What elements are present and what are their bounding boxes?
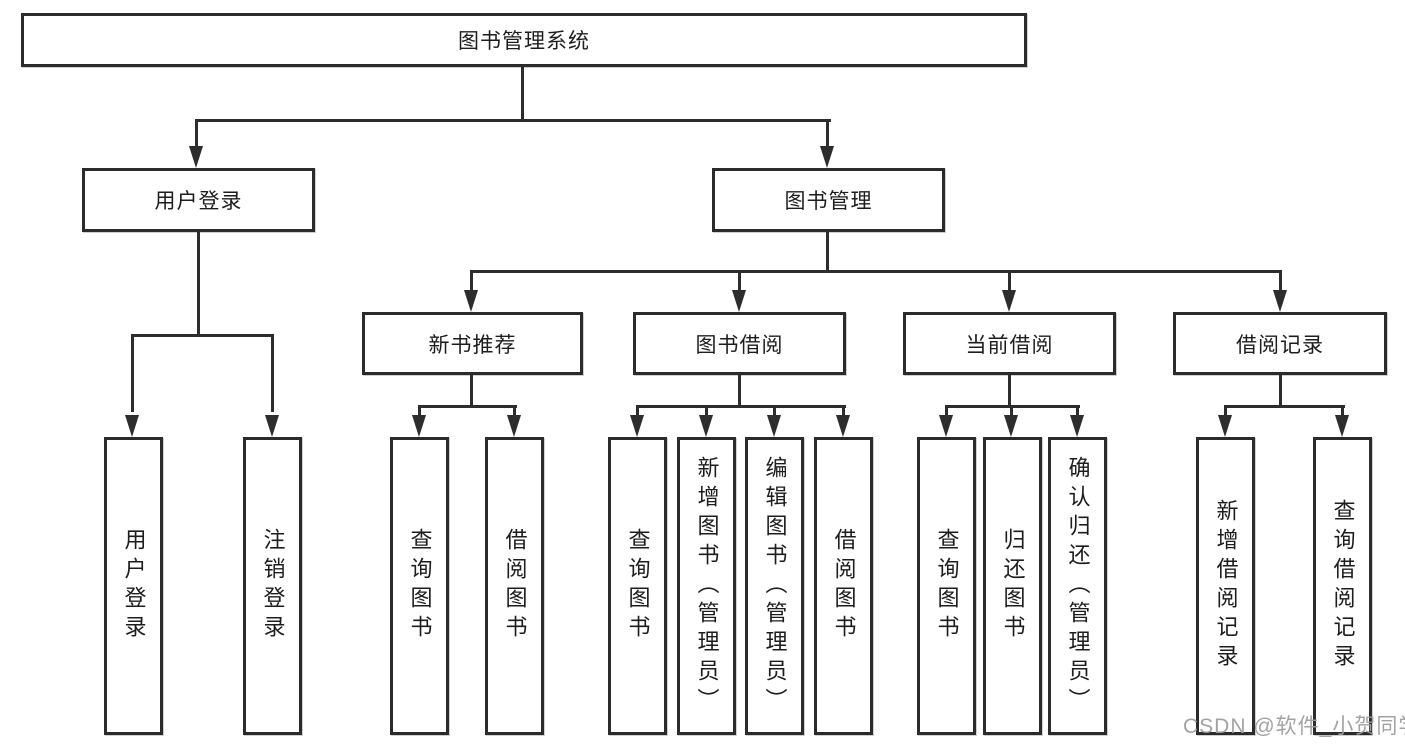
- node-label: 归还图书: [1000, 528, 1026, 644]
- node-label: 编辑图书（管理员）: [762, 455, 788, 717]
- node-current-borrowing: 当前借阅: [903, 312, 1116, 375]
- connector-recommend-stem: [470, 375, 473, 405]
- node-label: 图书管理系统: [458, 30, 590, 53]
- leaf-borrow-book: 借阅图书: [814, 437, 873, 735]
- arrow-into-user-login: [189, 146, 203, 168]
- node-label: 查询图书: [625, 528, 651, 644]
- connector-drop: [842, 405, 845, 417]
- arrow-into-leaf-query-book: [630, 415, 644, 437]
- connector-drop: [636, 405, 639, 417]
- leaf-confirm-return-admin: 确认归还（管理员）: [1048, 437, 1107, 735]
- connector-drop-borrowing-records: [1279, 270, 1282, 292]
- connector-drop: [1076, 405, 1079, 417]
- connector-drop-leaf-logout: [271, 334, 274, 412]
- leaf-query-book-borrowing: 查询图书: [608, 437, 667, 735]
- node-label: 查询图书: [934, 528, 960, 644]
- node-label: 查询图书: [407, 528, 433, 644]
- connector-drop-current-borrowing: [1008, 270, 1011, 292]
- node-label: 借阅图书: [831, 528, 857, 644]
- node-label: 用户登录: [121, 528, 147, 644]
- arrow-into-leaf-confirm-return: [1070, 415, 1084, 437]
- connector-root-stem: [521, 67, 524, 120]
- connector-drop-book-management: [826, 119, 829, 149]
- leaf-query-book-recommend: 查询图书: [390, 437, 449, 735]
- connector-drop: [1224, 405, 1227, 417]
- node-label: 借阅记录: [1236, 333, 1324, 357]
- connector-user-login-stem: [197, 232, 200, 334]
- connector-user-login-rail: [131, 334, 273, 337]
- connector-drop: [1341, 405, 1344, 417]
- connector-drop: [1010, 405, 1013, 417]
- connector-book-management-rail: [470, 270, 1282, 273]
- node-label: 新书推荐: [428, 333, 517, 357]
- leaf-add-book-admin: 新增图书（管理员）: [677, 437, 736, 735]
- connector-borrowing-stem: [738, 375, 741, 405]
- arrow-into-new-book-recommend: [464, 290, 478, 312]
- leaf-add-borrow-record: 新增借阅记录: [1196, 437, 1255, 735]
- node-label: 新增图书（管理员）: [694, 455, 720, 717]
- arrow-into-book-management: [820, 146, 834, 168]
- leaf-query-borrow-record: 查询借阅记录: [1313, 437, 1372, 735]
- leaf-edit-book-admin: 编辑图书（管理员）: [745, 437, 804, 735]
- node-label: 图书管理: [784, 190, 873, 213]
- arrow-into-leaf-return-book: [1004, 415, 1018, 437]
- node-label: 当前借阅: [965, 333, 1054, 357]
- connector-records-rail: [1224, 405, 1345, 408]
- connector-borrowing-rail: [636, 405, 846, 408]
- node-borrowing-records: 借阅记录: [1173, 312, 1387, 375]
- leaf-return-book: 归还图书: [983, 437, 1042, 735]
- connector-drop: [945, 405, 948, 417]
- connector-drop: [773, 405, 776, 417]
- connector-drop-new-book-recommend: [470, 270, 473, 292]
- connector-book-management-stem: [826, 232, 829, 270]
- node-label: 注销登录: [260, 528, 286, 644]
- arrow-into-leaf-add-book: [699, 415, 713, 437]
- node-label: 用户登录: [154, 190, 243, 213]
- arrow-into-leaf-add-record: [1218, 415, 1232, 437]
- leaf-borrow-book-recommend: 借阅图书: [485, 437, 544, 735]
- csdn-watermark: CSDN @软件_小贺同学: [1183, 715, 1405, 738]
- node-label: 查询借阅记录: [1330, 499, 1356, 673]
- connector-records-stem: [1279, 375, 1282, 405]
- leaf-user-login: 用户登录: [104, 437, 163, 735]
- arrow-into-current-borrowing: [1002, 290, 1016, 312]
- connector-drop-book-borrowing: [738, 270, 741, 292]
- connector-drop-leaf-user-login: [131, 334, 134, 412]
- arrow-into-leaf-query-record: [1335, 415, 1349, 437]
- arrow-into-book-borrowing: [732, 290, 746, 312]
- connector-drop: [418, 405, 421, 417]
- leaf-query-book-current: 查询图书: [917, 437, 976, 735]
- connector-drop: [705, 405, 708, 417]
- arrow-into-leaf-borrow-book: [836, 415, 850, 437]
- arrow-into-leaf-edit-book: [767, 415, 781, 437]
- node-book-borrowing: 图书借阅: [633, 312, 846, 375]
- node-label: 借阅图书: [502, 528, 528, 644]
- connector-root-rail: [195, 119, 831, 122]
- arrow-into-leaf-borrow-book: [507, 415, 521, 437]
- connector-current-stem: [1008, 375, 1011, 405]
- node-user-login: 用户登录: [82, 168, 315, 232]
- arrow-into-leaf-query-book: [412, 415, 426, 437]
- arrow-into-leaf-user-login: [125, 415, 139, 437]
- arrow-into-leaf-logout: [265, 415, 279, 437]
- node-label: 确认归还（管理员）: [1065, 455, 1091, 717]
- node-library-management-system: 图书管理系统: [21, 13, 1027, 67]
- node-label: 新增借阅记录: [1213, 499, 1239, 673]
- node-book-management: 图书管理: [712, 168, 945, 232]
- connector-drop: [513, 405, 516, 417]
- connector-recommend-rail: [418, 405, 517, 408]
- connector-drop-user-login: [195, 119, 198, 149]
- leaf-logout: 注销登录: [243, 437, 302, 735]
- arrow-into-leaf-query-book: [939, 415, 953, 437]
- node-label: 图书借阅: [695, 333, 784, 357]
- node-new-book-recommend: 新书推荐: [362, 312, 583, 375]
- arrow-into-borrowing-records: [1273, 290, 1287, 312]
